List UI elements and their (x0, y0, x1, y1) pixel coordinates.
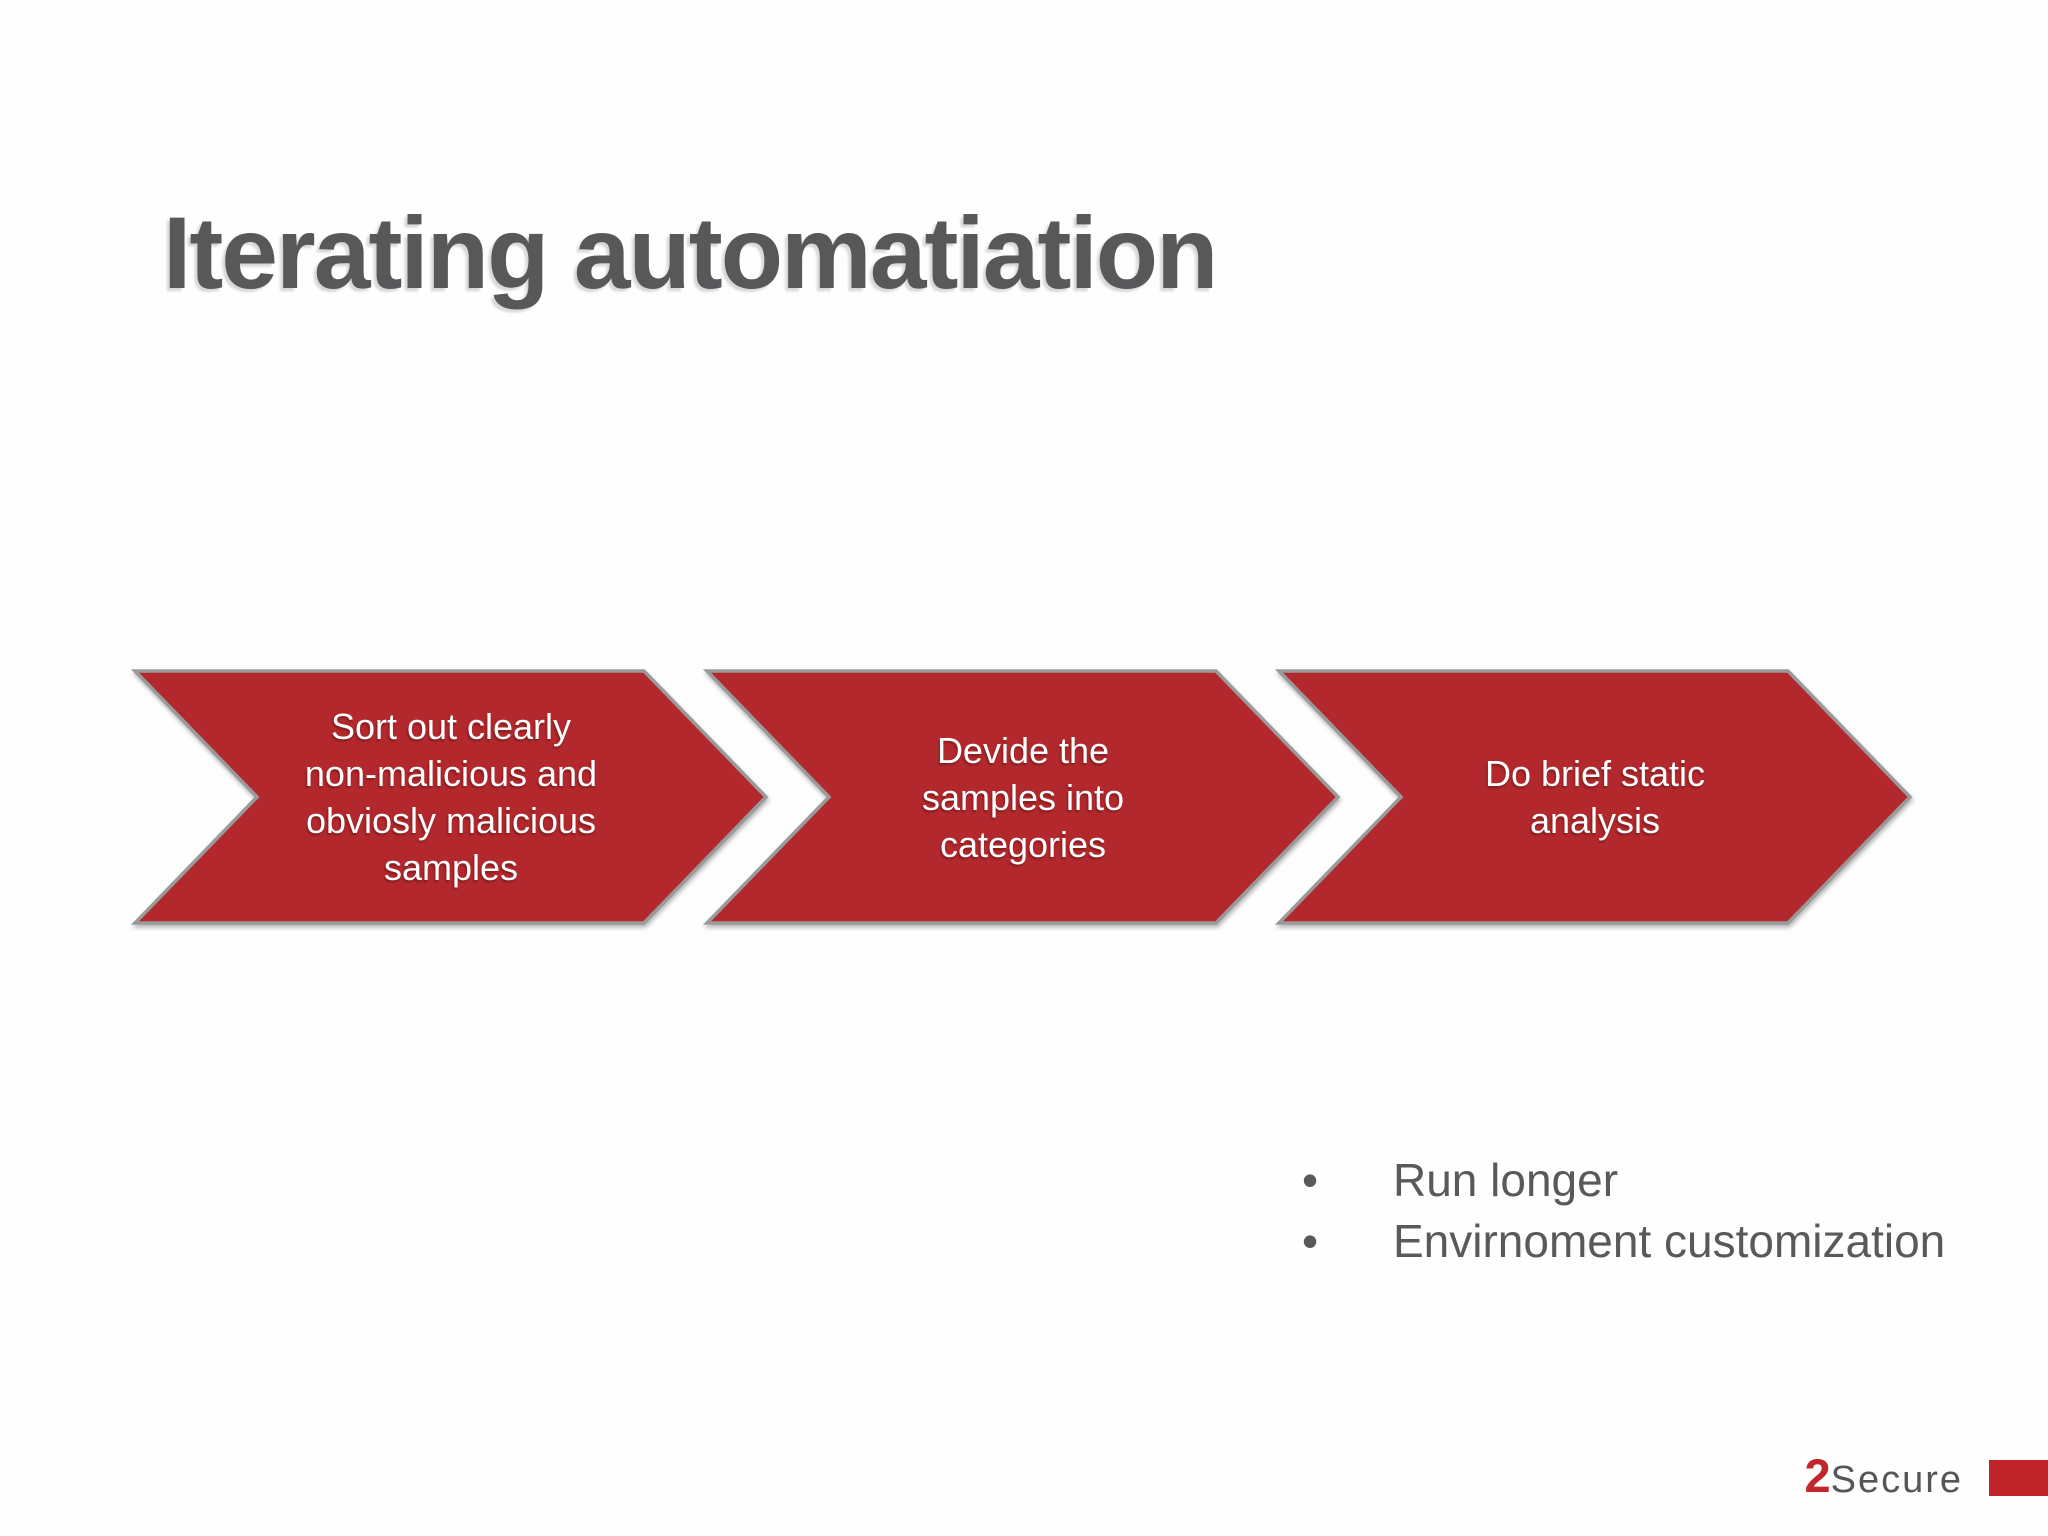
list-item-text: Run longer (1393, 1154, 1619, 1206)
chevron-arrow-shape (702, 669, 1341, 925)
logo-name-secure: Secure (1830, 1459, 1963, 1501)
logo-red-block (1989, 1460, 2048, 1496)
list-item: • Run longer (1294, 1150, 1945, 1211)
chevron-arrow-shape (1274, 669, 1913, 925)
process-step-3-label: Do brief static analysis (1484, 753, 1706, 841)
process-step-2-label: Devide the samples into categories (921, 729, 1125, 865)
logo-prefix-2: 2 (1804, 1449, 1831, 1502)
process-step-3: Do brief static analysis (1274, 669, 1913, 925)
bullet-icon: • (1302, 1154, 1319, 1206)
bullet-icon: • (1302, 1215, 1319, 1267)
notes-bullet-list: • Run longer • Envirnoment customization (1294, 1150, 1945, 1272)
list-item-text: Envirnoment customization (1393, 1215, 1946, 1267)
process-step-2: Devide the samples into categories (702, 669, 1341, 925)
process-step-1: Sort out clearly non-malicious and obvio… (130, 669, 769, 925)
list-item: • Envirnoment customization (1294, 1211, 1945, 1272)
chevron-arrow-shape (130, 669, 769, 925)
process-step-1-label: Sort out clearly non-malicious and obvio… (304, 706, 598, 888)
page-title: Iterating automatiation (163, 196, 1218, 311)
